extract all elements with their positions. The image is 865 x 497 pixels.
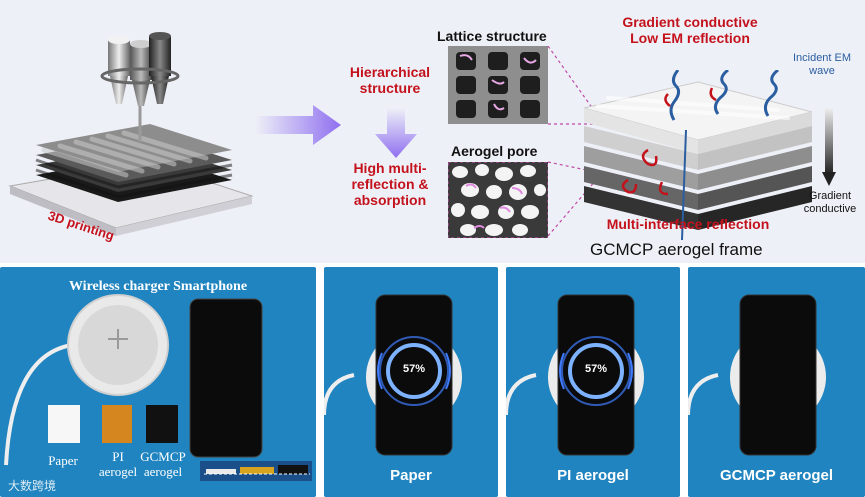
gcmcp-sample-label: GCMCP aerogel <box>140 449 186 479</box>
frame-title: GCMCP aerogel frame <box>590 240 763 259</box>
lattice-title: Lattice structure <box>437 28 547 44</box>
thickness-strip <box>204 465 310 475</box>
process-arrow <box>255 105 341 145</box>
phone-not-charging <box>688 294 826 456</box>
gcmcp-caption: GCMCP aerogel <box>719 467 834 484</box>
printed-lattice <box>35 124 233 202</box>
pi-caption: PI aerogel <box>557 467 629 484</box>
watermark: 大数跨境 <box>8 479 57 493</box>
incident-label: Incident EM wave <box>792 52 852 77</box>
aerogel-pore-inset <box>448 162 548 238</box>
down-arrow <box>375 108 417 158</box>
gradient-block <box>583 70 813 240</box>
schematic-panel: 3D printing Hierarchical structure High … <box>0 0 865 263</box>
paper-sample-label: Paper <box>48 453 78 468</box>
gradient-arrow <box>822 108 836 186</box>
photo-pi-aerogel: 57% PI aerogel <box>506 267 680 497</box>
gradient-side-label: Gradient conductive <box>803 190 857 215</box>
multi-interface-label: Multi-interface reflection <box>606 216 770 232</box>
charging-phone-pi <box>506 294 644 456</box>
battery-percent: 57% <box>402 363 426 375</box>
pi-sample-label: PI aerogel <box>98 449 138 479</box>
photo-paper: 57% Paper <box>324 267 498 497</box>
setup-illustration <box>4 294 312 481</box>
setup-header: Wireless charger Smartphone <box>68 279 248 294</box>
printer-illustration <box>8 32 254 236</box>
printer-nozzles <box>100 32 180 142</box>
photo-setup: Wireless charger Smartphone Paper PI aer… <box>0 267 316 497</box>
charging-phone-paper <box>324 294 462 456</box>
lattice-inset <box>448 46 548 124</box>
hierarchical-label: Hierarchical structure <box>349 64 431 96</box>
multi-reflection-label: High multi-reflection & absorption <box>351 160 429 208</box>
photo-gcmcp-aerogel: GCMCP aerogel <box>688 267 865 497</box>
gradient-title: Gradient conductive Low EM reflection <box>622 14 758 46</box>
aerogel-pore-title: Aerogel pore <box>451 143 538 159</box>
battery-percent: 57% <box>584 363 608 375</box>
paper-caption: Paper <box>390 467 432 484</box>
